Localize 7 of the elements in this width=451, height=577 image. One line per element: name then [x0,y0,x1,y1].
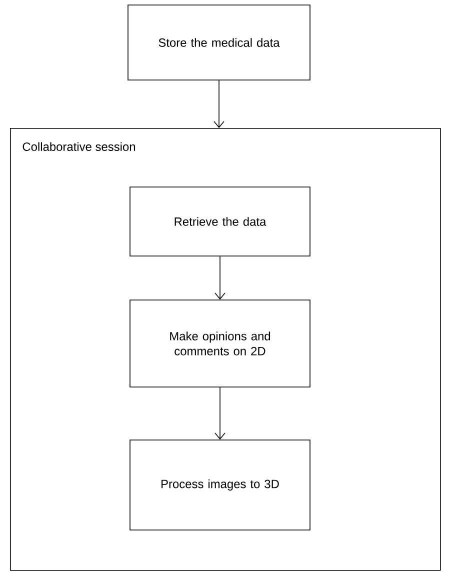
process-box: Store the medical data [128,4,310,80]
arrow [214,80,224,128]
process-box: Retrieve the data [130,186,310,256]
process-box: Make opinions and comments on 2D [130,300,310,388]
arrow [214,256,226,300]
process-box: Process images to 3D [130,440,310,530]
arrow [214,387,226,440]
